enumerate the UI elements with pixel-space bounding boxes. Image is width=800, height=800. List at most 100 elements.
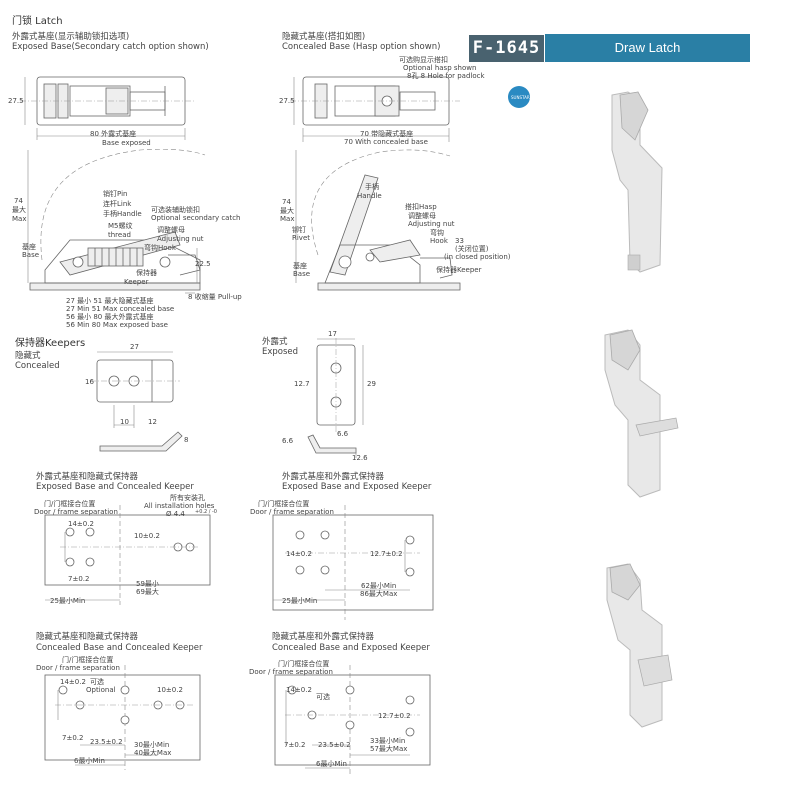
exposed-keeper-title-en: Exposed [262,347,299,357]
label-hook-cn-right: 弯钩 [430,229,444,237]
mount4-sep-cn: 门/门框接合位置 [278,660,330,668]
mount3-drawing [44,665,201,770]
dim-closed-cn: (关闭位置) [455,245,489,253]
mount3-opt-en: Optional [86,686,116,694]
mount1-holes-en: All installation holes [144,502,215,510]
concealed-base-title-cn: 隐藏式基座(搭扣如图) [282,32,366,42]
dim-closed-en: (in closed position) [444,253,511,261]
dim-ck-edge: 12 [148,418,157,426]
mount3-d4: 23.5±0.2 [90,738,123,746]
mount3-d6: 40最大Max [134,749,172,757]
exposed-base-title-en: Exposed Base(Secondary catch option show… [12,42,209,52]
mount4-d1: 14±0.2 [286,686,312,694]
label-padlock-hole: 8孔 8 Hole for padlock [407,72,485,80]
mount4-opt-cn: 可选 [316,693,330,701]
mount3-title-en: Concealed Base and Concealed Keeper [36,643,203,653]
concealed-keeper-title-en: Concealed [15,361,60,371]
mount2-title-cn: 外露式基座和外露式保持器 [282,472,385,482]
label-base-cn: 基座 [22,243,36,251]
dim-max-height-right: 74 [282,198,291,206]
mount3-d5: 30最小Min [134,741,170,749]
dim-ck-hole-gap: 10 [120,418,129,426]
mount1-sep-en: Door / frame separation [34,508,118,516]
note-3: 56 最小 80 最大外露式基座 [66,313,154,321]
brand-logo: SUNSTAR [508,86,530,108]
mount4-d2: 12.7±0.2 [378,712,411,720]
label-pin: 销钉Pin [103,190,128,198]
label-thread-en: thread [108,231,131,239]
mount3-sep-en: Door / frame separation [36,664,120,672]
dim-ek-width: 17 [328,330,337,338]
label-hook: 弯钩Hook [144,244,176,252]
exposed-base-plan-view [20,76,195,140]
mount1-title-en: Exposed Base and Concealed Keeper [36,482,194,492]
concealed-keeper-title-cn: 隐藏式 [15,351,41,361]
mount2-d2: 12.7±0.2 [370,550,403,558]
label-secondary-en: Optional secondary catch [151,214,241,222]
mount2-d3: 62最小Min [361,582,397,590]
mount2-d5: 25最小Min [282,597,318,605]
dim-ek-offset: 6.6 [337,430,349,438]
dim-concealed-base-en: 70 With concealed base [344,138,428,146]
dim-concealed-base-cn: 70 带隐藏式基座 [360,130,414,138]
mount1-hole-tol: +0.2 / -0 [195,509,217,515]
mount4-d6: 57最大Max [370,745,408,753]
dim-ek-depth: 12.6 [352,454,368,462]
mount2-d1: 14±0.2 [286,550,312,558]
label-hasp-option-en: Optional hasp shown [403,64,477,72]
mount1-d2: 10±0.2 [134,532,160,540]
dim-ck-width: 27 [130,343,139,351]
mount1-sep-cn: 门/门框接合位置 [44,500,96,508]
dim-ek-length: 29 [367,380,376,388]
label-secondary-cn: 可选装辅助锁扣 [151,206,200,214]
label-adjust-en-right: Adjusting nut [408,220,455,228]
note-1: 27 最小 51 最大隐藏式基座 [66,297,154,305]
product-photo-1 [611,91,663,273]
mount4-sep-en: Door / frame separation [249,668,333,676]
exposed-keeper-title-cn: 外露式 [262,337,288,347]
label-hasp-option-cn: 可选购显示搭扣 [399,56,448,64]
concealed-base-side-view [295,149,461,291]
mount1-d1: 14±0.2 [68,520,94,528]
mount1-d6: 25最小Min [50,597,86,605]
mount4-d7: 6最小Min [316,760,347,768]
mount2-sep-en: Door / frame separation [250,508,334,516]
label-keeper-cn: 保持器 [136,269,157,277]
concealed-keeper-drawing [90,351,183,452]
label-hook-en-right: Hook [430,237,448,245]
mount4-drawing [274,665,431,775]
mount1-drawing [44,505,211,605]
mount1-d3: 7±0.2 [68,575,90,583]
label-link: 连杆Link [103,200,132,208]
mount1-d5: 69最大 [136,588,159,596]
product-photo-2 [604,329,679,498]
mount4-d5: 33最小Min [370,737,406,745]
label-handle-en-right: Handle [357,192,382,200]
mount4-d3: 7±0.2 [284,741,306,749]
mount1-holes-cn: 所有安装孔 [170,494,205,502]
concealed-base-title-en: Concealed Base (Hasp option shown) [282,42,441,52]
dim-pullup-label: 8 收缩量 Pull-up [188,293,242,301]
product-code-badge: F-1645 [469,35,544,62]
dim-ek-hole-gap: 12.7 [294,380,310,388]
dim-ek-lip: 6.6 [282,437,294,445]
dim-max-height: 74 [14,197,23,205]
note-2: 27 Min 51 Max concealed base [66,305,175,313]
label-base-cn-right: 基座 [293,262,307,270]
dim-height-right: 27.5 [279,97,295,105]
label-adjust-en: Adjusting nut [157,235,204,243]
label-rivet-cn: 铆钉 [292,226,306,234]
label-hasp: 搭扣Hasp [405,203,437,211]
mount1-hole-dia: Ø 4.4 [166,510,185,518]
brand-logo-text: SUNSTAR [511,95,530,100]
dim-ck-height: 16 [85,378,94,386]
dim-max-en-right: Max [280,215,295,223]
mount4-d4: 23.5±0.2 [318,741,351,749]
mount3-opt-cn: 可选 [90,678,104,686]
mount3-d2: 10±0.2 [157,686,183,694]
label-thread-cn: M5螺纹 [108,222,133,230]
keepers-title: 保持器Keepers [15,338,86,349]
mount3-sep-cn: 门/门框接合位置 [62,656,114,664]
dim-ck-depth: 8 [184,436,189,444]
